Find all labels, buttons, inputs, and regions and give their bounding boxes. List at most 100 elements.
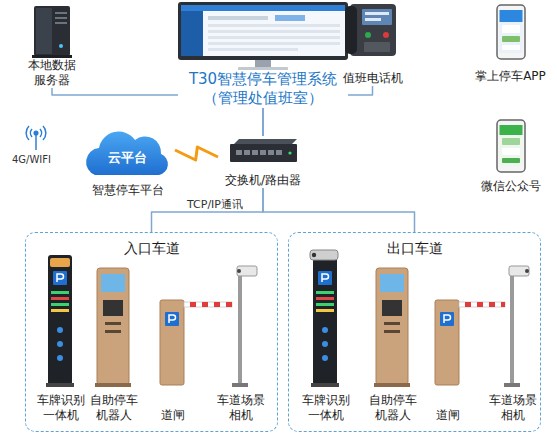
network-switch-icon: [252, 150, 258, 155]
plate-recognition-pillar: [311, 383, 339, 387]
network-switch-icon: [230, 139, 297, 162]
barrier-gate: [160, 300, 184, 385]
phone-node: 值班电话机: [335, 0, 410, 86]
desk-phone-icon: [383, 32, 389, 38]
wireless-symbol: [43, 126, 46, 140]
plate-recognition-pillar: [57, 341, 63, 347]
protocol-label: TCP/IP通讯: [187, 197, 243, 212]
plate-recognition-pillar: [51, 309, 69, 312]
node-label: 微信公众号: [481, 179, 541, 194]
self-service-kiosk: [95, 268, 131, 387]
wechat-icon: [500, 125, 523, 166]
server-node: 本地数据 服务器: [12, 2, 92, 88]
server-icon: [34, 6, 70, 56]
network-switch-icon: [288, 151, 291, 154]
plate-recognition-pillar: [322, 355, 328, 361]
network-switch-icon: [276, 150, 282, 155]
self-service-kiosk: [384, 330, 400, 333]
barrier-gate: [226, 302, 232, 307]
node-label: 智慧停车平台: [92, 183, 164, 198]
node-label: 云平台: [80, 150, 175, 165]
monitor-icon: [275, 15, 305, 21]
monitor-icon: [208, 30, 340, 33]
self-service-kiosk: [105, 330, 121, 333]
barrier-gate: [477, 302, 483, 307]
monitor-icon: [208, 24, 340, 27]
plate-recognition-pillar: [46, 255, 74, 387]
self-service-kiosk: [95, 383, 131, 387]
plate-recognition-pillar: [51, 291, 69, 294]
barrier-gate: [435, 300, 459, 385]
desk-phone-icon: [364, 42, 390, 52]
server-icon: [32, 6, 72, 58]
device-node: 车牌识别 一体机: [36, 253, 86, 423]
device-node: 自助停车 机器人: [88, 253, 140, 423]
device-node: 车道场景 相机: [216, 253, 266, 423]
self-service-kiosk: [103, 300, 123, 316]
plate-recognition-pillar: [57, 274, 64, 282]
wireless-symbol: [40, 129, 42, 137]
plate-recognition-pillar: [50, 258, 70, 267]
mobile-app-icon: [497, 5, 525, 59]
desk-phone-icon: [345, 6, 357, 54]
barrier-gate: [465, 302, 471, 307]
plate-recognition-pillar: [322, 341, 328, 347]
network-wire: [152, 188, 264, 232]
plate-recognition-pillar: [51, 303, 69, 306]
device-node: 自助停车 机器人: [367, 253, 419, 423]
network-switch-icon: [244, 150, 250, 155]
lane-camera: [509, 266, 529, 276]
node-label: 自助停车 机器人: [88, 393, 140, 423]
wireless-symbol: [34, 131, 38, 135]
node-label: 自助停车 机器人: [367, 393, 419, 423]
barrier-gate: [165, 312, 179, 326]
monitor-icon: [208, 42, 340, 45]
network-switch-icon: [236, 150, 242, 155]
desk-phone-icon: [365, 18, 381, 21]
node-label: 车道场景 相机: [216, 393, 266, 423]
monitor-icon: [178, 2, 348, 71]
plate-recognition-pillar: [318, 271, 332, 285]
cloud-node: 云平台智慧停车平台: [80, 130, 175, 198]
wireless-symbol: [30, 129, 32, 137]
desk-phone-icon: [345, 4, 396, 56]
lane-camera: [510, 276, 514, 385]
self-service-kiosk: [97, 268, 129, 385]
management-system-node: T30智慧停车管理系统 （管理处值班室）: [158, 0, 368, 108]
mobile-app-icon: [502, 45, 520, 50]
plate-recognition-pillar: [316, 291, 334, 294]
server-icon: [59, 44, 63, 48]
node-label: T30智慧停车管理系统 （管理处值班室）: [178, 70, 348, 108]
wechat-icon: [500, 125, 523, 135]
wireless-symbol: [26, 126, 46, 150]
server-icon: [55, 12, 67, 14]
plate-recognition-pillar: [312, 253, 316, 257]
monitor-icon: [208, 48, 298, 51]
self-service-kiosk: [382, 300, 402, 316]
device-node: 道闸: [148, 253, 198, 423]
self-service-kiosk: [374, 383, 410, 387]
plate-recognition-pillar: [322, 274, 329, 282]
mobile-app-icon: [500, 10, 523, 22]
group-heading: 出口车道: [289, 239, 540, 257]
mobile-app-icon: [502, 25, 520, 33]
monitor-icon: [178, 2, 348, 60]
barrier-gate: [190, 302, 196, 307]
plate-recognition-pillar: [48, 255, 72, 385]
plate-recognition-pillar: [57, 355, 63, 361]
desk-phone-icon: [365, 12, 389, 15]
barrier-gate: [459, 302, 505, 307]
server-icon: [55, 17, 67, 19]
plate-recognition-pillar: [313, 258, 337, 385]
barrier-gate: [489, 302, 495, 307]
network-switch-icon: [260, 150, 266, 155]
lane-group: 出口车道车牌识别 一体机自助停车 机器人道闸车道场景 相机: [288, 232, 541, 432]
plate-recognition-pillar: [316, 309, 334, 312]
wechat-node: 微信公众号: [468, 116, 553, 194]
server-icon: [55, 22, 67, 24]
self-service-kiosk: [101, 274, 125, 292]
wechat-icon: [497, 120, 525, 172]
node-label: 车道场景 相机: [488, 393, 538, 423]
plate-recognition-pillar: [316, 297, 334, 300]
barrier-gate: [444, 315, 451, 323]
